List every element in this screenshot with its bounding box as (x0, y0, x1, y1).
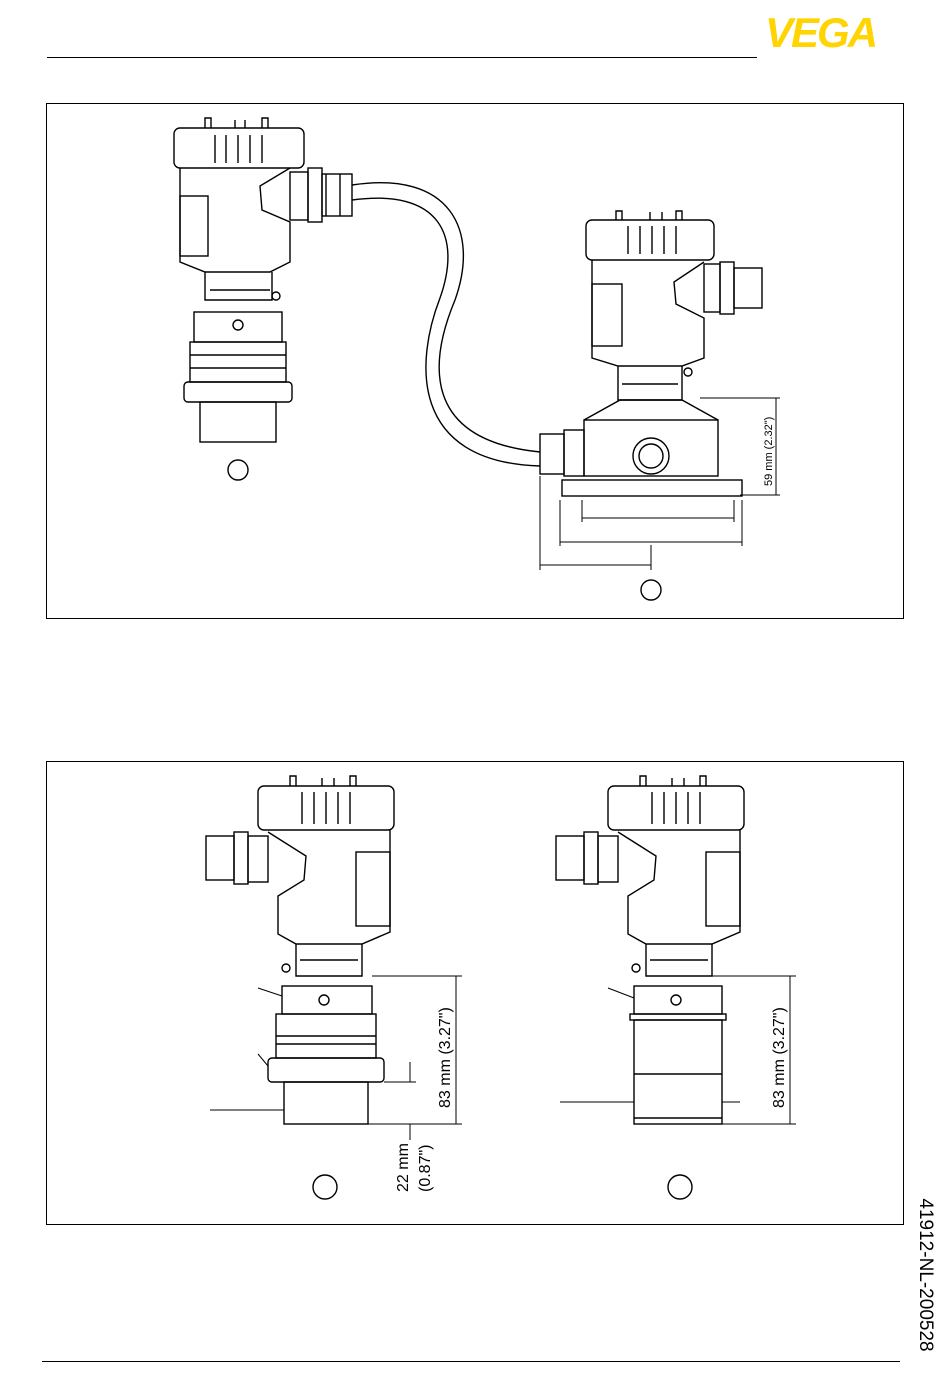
fig2-left-leaders (210, 988, 284, 1110)
fig2-right-body (634, 1020, 722, 1124)
fig1-left-screw (272, 292, 280, 300)
fig2-left-hex-hole (319, 995, 329, 1005)
fig2-right-hex (634, 986, 722, 1014)
fig1-right-gland-base (704, 264, 720, 312)
fig1-left-lid-ribs (205, 118, 268, 128)
fig1-left-gland-lines (326, 174, 340, 216)
fig2-right-lid-lines (652, 792, 700, 824)
fig2-left-window (356, 852, 390, 926)
fig1-left-hex (194, 312, 282, 342)
fig1-bracket-gland-cap (540, 434, 564, 474)
fig1-connecting-cable (352, 183, 540, 466)
fig1-left-gland-nut (308, 168, 322, 222)
fig2-right-callout (668, 1175, 692, 1199)
fig1-right-lid-lines (628, 226, 676, 254)
fig1-left-lid (174, 128, 304, 168)
fig1-right-gland-nut (720, 262, 734, 314)
fig1-width-dim-1 (582, 500, 734, 522)
fig2-left-nut (268, 1058, 384, 1082)
fig2-right-window (706, 852, 740, 926)
fig2-thread-label-line1: 22 mm (395, 1143, 412, 1192)
fig2-right-neck (646, 944, 712, 976)
fig1-bracket-top (584, 400, 718, 420)
fig2-right-body-lines (634, 1074, 722, 1118)
fig2-right-gland-nut (584, 832, 598, 884)
fig2-thread-label-line2: (0.87") (417, 1145, 434, 1192)
fig1-sensor-right (540, 211, 762, 496)
fig1-left-thread (200, 402, 276, 442)
fig2-right-housing (618, 830, 740, 944)
fig2-left-lid-lines (302, 792, 350, 824)
fig1-left-hex-hole (233, 320, 243, 330)
fig1-bracket-port-inner (639, 444, 663, 468)
fig1-mounting-plate (562, 480, 742, 496)
fig2-left-gland-base (248, 836, 268, 882)
fig2-left-gland-nut (234, 832, 248, 884)
fig2-left-neck (296, 944, 362, 976)
fig1-left-gland-base (290, 172, 308, 220)
fig2-left-lid-ribs (290, 776, 356, 786)
fig2-left-hex (282, 986, 372, 1014)
fig1-right-neck (618, 366, 682, 400)
fig1-left-neck (205, 272, 272, 300)
fig1-right-housing (592, 260, 704, 366)
fig1-right-lid (586, 220, 714, 260)
fig2-right-leaders (560, 988, 740, 1102)
fig1-sensor-left (174, 118, 352, 480)
fig2-right-collar (630, 1014, 726, 1020)
fig2-right-height-label: 83 mm (3.27") (771, 1007, 788, 1108)
fig2-right-gland-base (598, 836, 618, 882)
fig2-left-gland-cap (206, 836, 234, 880)
fig1-right-gland-cap (734, 268, 762, 308)
fig2-left-thread (284, 1082, 368, 1124)
fig2-left-height-label: 83 mm (3.27") (437, 1007, 454, 1108)
fig2-left-body-lines (276, 1036, 376, 1044)
fig1-left-body-lines (190, 355, 286, 368)
fig1-left-lid-lines (215, 135, 262, 163)
fig1-right-window (592, 284, 622, 346)
fig1-bracket-gland-nut (564, 430, 584, 476)
fig1-left-nut (184, 382, 292, 402)
fig2-sensor-left (206, 776, 394, 1124)
fig1-height-label: 59 mm (2.32") (763, 417, 775, 486)
fig1-left-callout (228, 460, 248, 480)
fig2-left-screw (282, 964, 290, 972)
fig1-right-screw (684, 368, 692, 376)
fig2-sensor-right (556, 776, 744, 1124)
fig2-thread-dim (384, 1062, 416, 1140)
fig1-dimensions (540, 398, 780, 570)
fig2-right-gland-cap (556, 836, 584, 880)
fig2-right-screw (632, 964, 640, 972)
fig1-width-dim-3 (540, 476, 651, 570)
fig1-left-body (190, 342, 286, 382)
fig1-width-dim-2 (560, 500, 742, 546)
fig1-right-lid-ribs (616, 211, 682, 220)
fig1-right-callout (641, 580, 661, 600)
fig2-left-housing (268, 830, 390, 944)
fig2-right-lid-ribs (640, 776, 706, 786)
fig1-left-window (180, 196, 208, 256)
fig2-left-callout (313, 1175, 337, 1199)
fig2-right-hex-hole (671, 995, 681, 1005)
